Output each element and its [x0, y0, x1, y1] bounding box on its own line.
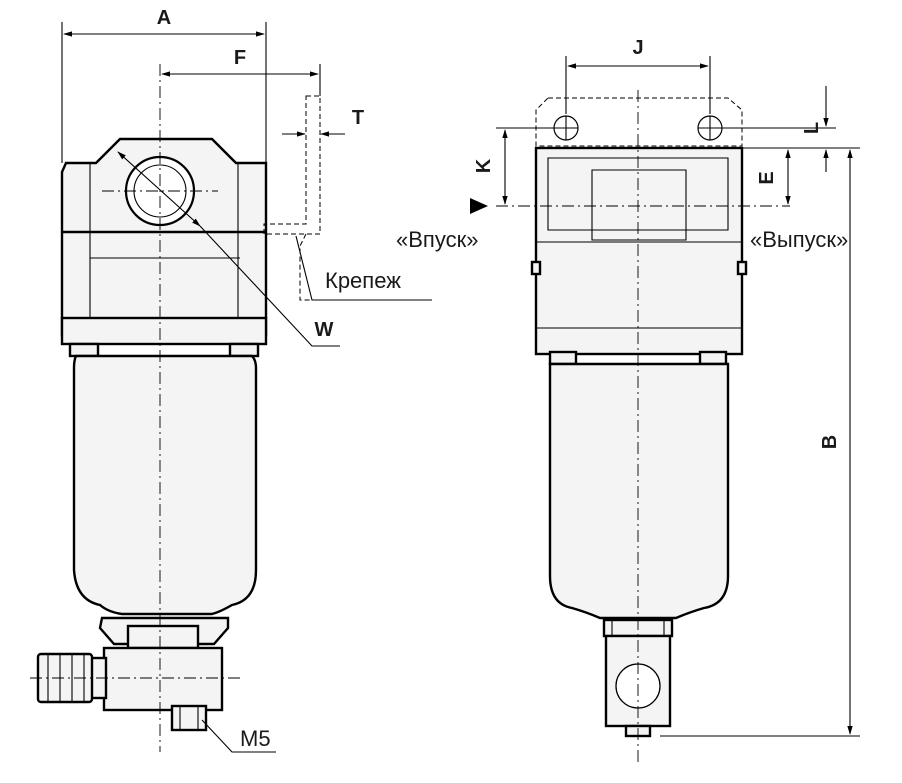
mounting-bracket-outline — [263, 95, 321, 235]
dim-label-a: A — [157, 7, 171, 29]
side-head-body — [60, 137, 268, 337]
leader-mounting — [295, 235, 432, 301]
dim-label-b: B — [819, 435, 841, 449]
dim-label-w: W — [315, 319, 334, 341]
front-mounting-plate — [535, 97, 743, 147]
front-bowl — [548, 362, 730, 620]
dim-label-t: T — [352, 107, 364, 129]
dim-label-f: F — [234, 47, 246, 69]
callout-m5: M5 — [240, 726, 271, 751]
dim-label-e: E — [756, 171, 778, 184]
dim-label-j: J — [632, 37, 643, 59]
front-view: «Впуск» «Выпуск» J K L E B — [396, 37, 860, 762]
dim-label-k: K — [473, 158, 495, 173]
side-bowl — [72, 354, 258, 616]
inlet-arrow — [470, 198, 488, 214]
front-head-body — [534, 146, 744, 356]
callout-mounting: Крепеж — [325, 268, 401, 293]
leader-m5 — [201, 719, 276, 753]
dim-label-l: L — [801, 122, 823, 134]
leader-w — [199, 225, 340, 347]
side-view: A F T W Крепеж M5 — [30, 7, 432, 753]
port-label-outlet: «Выпуск» — [750, 227, 848, 252]
side-drain-body — [102, 646, 224, 712]
port-label-inlet: «Впуск» — [396, 227, 478, 252]
side-drain-port — [170, 704, 208, 732]
